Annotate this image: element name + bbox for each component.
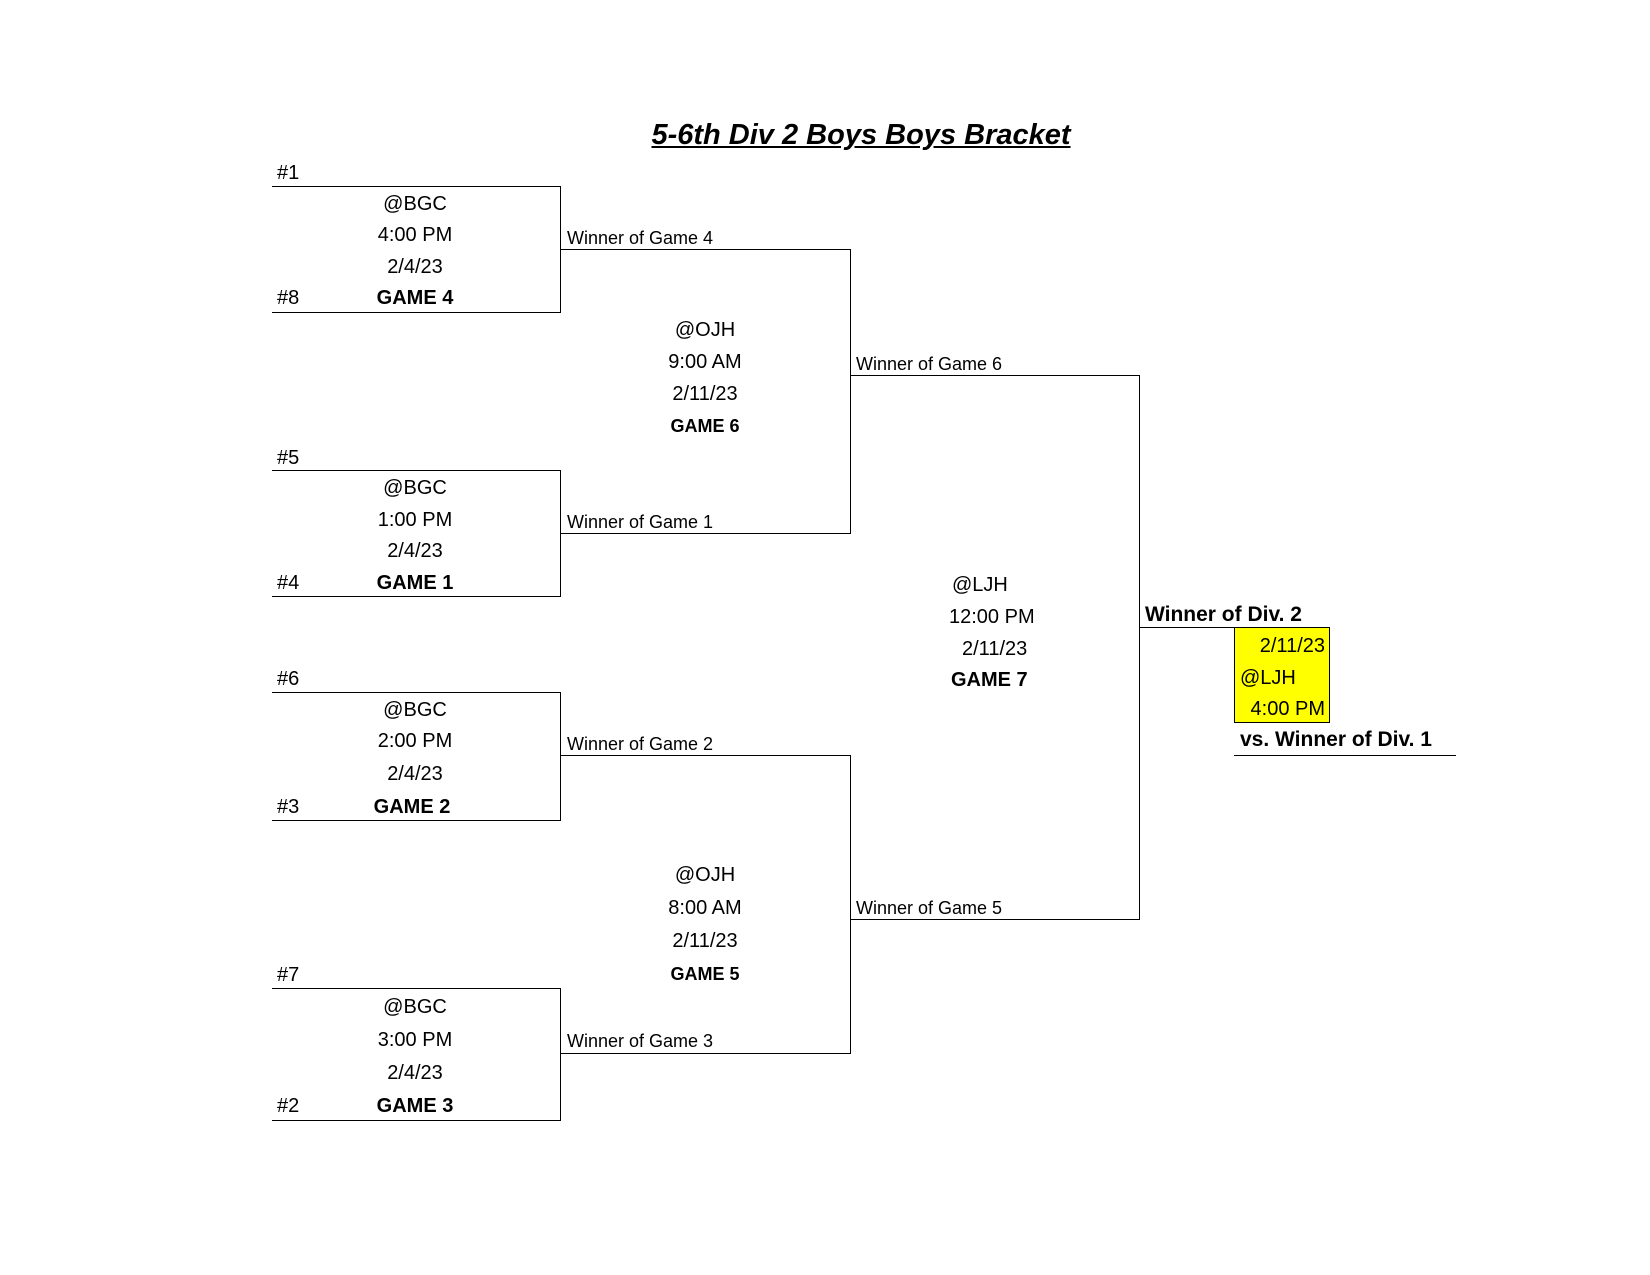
winner-div-2-label: Winner of Div. 2 xyxy=(1145,603,1302,626)
final-underline xyxy=(1234,755,1456,756)
bracket-line xyxy=(560,1053,851,1054)
game-4-time: 4:00 PM xyxy=(377,224,453,246)
bracket-line xyxy=(560,692,561,821)
game-7-location: @LJH xyxy=(952,574,1008,596)
game-2-label: GAME 2 xyxy=(373,796,451,818)
bracket-line xyxy=(272,820,561,821)
game-7-time: 12:00 PM xyxy=(949,606,1035,628)
game-6-date: 2/11/23 xyxy=(672,383,738,405)
vs-winner-div-1-label: vs. Winner of Div. 1 xyxy=(1240,728,1432,751)
game-4-label: GAME 4 xyxy=(376,287,454,309)
seed-4: #4 xyxy=(277,572,300,594)
game-3-time: 3:00 PM xyxy=(377,1029,453,1051)
game-7-date: 2/11/23 xyxy=(962,638,1028,660)
bracket-line xyxy=(272,692,561,693)
seed-2: #2 xyxy=(277,1095,300,1117)
bracket-line xyxy=(272,988,561,989)
game-3-location: @BGC xyxy=(383,996,447,1018)
bracket-line xyxy=(850,249,851,534)
seed-8: #8 xyxy=(277,287,300,309)
game-1-location: @BGC xyxy=(383,477,447,499)
bracket-line xyxy=(560,988,561,1121)
bracket-line xyxy=(272,1120,561,1121)
game-2-location: @BGC xyxy=(383,699,447,721)
bracket-line xyxy=(850,755,851,1054)
winner-game-4-label: Winner of Game 4 xyxy=(567,228,714,248)
game-2-date: 2/4/23 xyxy=(387,763,443,785)
game-4-location: @BGC xyxy=(383,193,447,215)
seed-5: #5 xyxy=(277,447,300,469)
game-2-time: 2:00 PM xyxy=(377,730,453,752)
bracket-line xyxy=(272,470,561,471)
game-1-label: GAME 1 xyxy=(376,572,454,594)
bracket-line xyxy=(850,375,1140,376)
seed-6: #6 xyxy=(277,668,300,690)
game-1-time: 1:00 PM xyxy=(377,509,453,531)
winner-game-5-label: Winner of Game 5 xyxy=(856,898,1003,918)
winner-game-6-label: Winner of Game 6 xyxy=(856,354,1003,374)
game-1-date: 2/4/23 xyxy=(387,540,443,562)
game-5-location: @OJH xyxy=(674,864,736,886)
bracket-line xyxy=(272,596,561,597)
game-3-date: 2/4/23 xyxy=(387,1062,443,1084)
bracket-line xyxy=(272,312,561,313)
bracket-line xyxy=(272,186,561,187)
winner-game-2-label: Winner of Game 2 xyxy=(567,734,714,754)
seed-3: #3 xyxy=(277,796,300,818)
winner-game-1-label: Winner of Game 1 xyxy=(567,512,714,532)
final-date: 2/11/23 xyxy=(1259,635,1325,657)
game-4-date: 2/4/23 xyxy=(387,256,443,278)
final-location: @LJH xyxy=(1240,667,1296,689)
game-5-label: GAME 5 xyxy=(670,964,740,984)
game-5-date: 2/11/23 xyxy=(672,930,738,952)
bracket-line xyxy=(1139,375,1140,920)
game-6-time: 9:00 AM xyxy=(668,351,742,373)
game-6-location: @OJH xyxy=(674,319,736,341)
final-game-info-box: 2/11/23 @LJH 4:00 PM xyxy=(1234,627,1330,723)
bracket-title: 5-6th Div 2 Boys Boys Bracket xyxy=(651,119,1071,151)
bracket-line xyxy=(560,533,851,534)
game-5-time: 8:00 AM xyxy=(668,897,742,919)
seed-7: #7 xyxy=(277,964,300,986)
seed-1: #1 xyxy=(277,162,300,184)
bracket-line xyxy=(560,249,851,250)
game-6-label: GAME 6 xyxy=(670,416,740,436)
bracket-line xyxy=(850,919,1140,920)
highlight-fill xyxy=(1235,628,1329,722)
final-time: 4:00 PM xyxy=(1250,698,1325,720)
bracket-line xyxy=(560,755,851,756)
bracket-line xyxy=(1139,627,1236,628)
game-3-label: GAME 3 xyxy=(376,1095,454,1117)
game-7-label: GAME 7 xyxy=(951,669,1028,691)
winner-game-3-label: Winner of Game 3 xyxy=(567,1031,714,1051)
